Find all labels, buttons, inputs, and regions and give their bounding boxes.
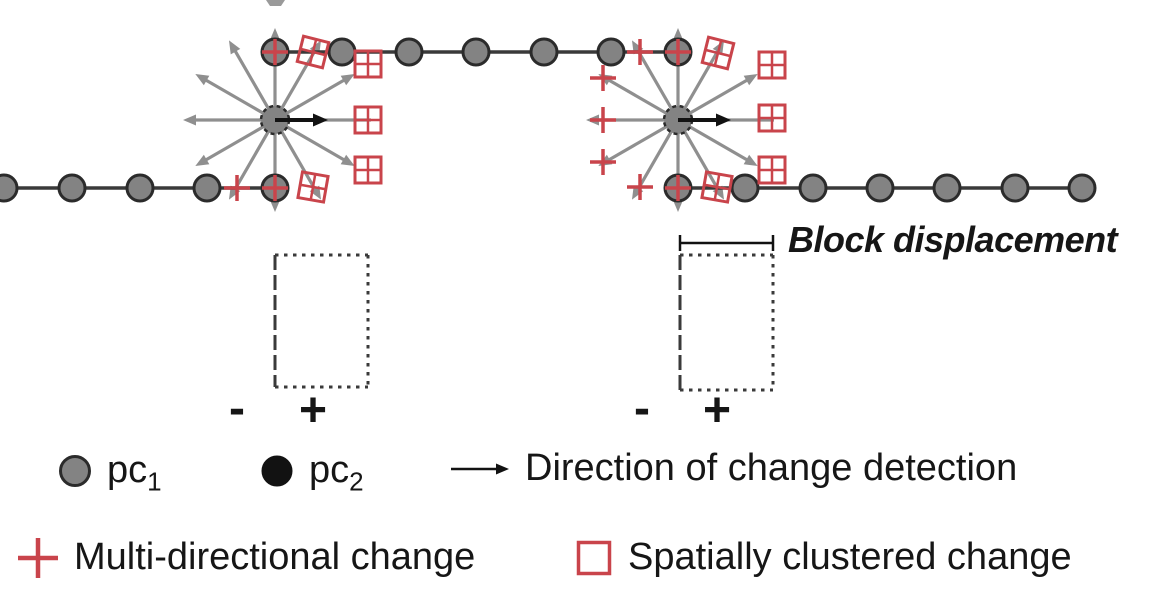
search-direction-arrow-0-6-head [183, 114, 196, 126]
search-direction-arrow-0-9-head [269, 199, 281, 212]
change-detection-arrow-0-head [313, 113, 328, 127]
pc1-label: pc1 [107, 449, 162, 497]
direction-arrow-icon [451, 463, 509, 475]
pc1-point [327, 37, 357, 67]
pc2-label: pc2 [309, 449, 364, 497]
spatially-clustered-change-marker-cross [300, 47, 326, 57]
search-direction-arrow-1-9-head [672, 199, 684, 212]
pc1-point [865, 173, 895, 203]
legend-item-pc2: pc2 [259, 449, 364, 497]
search-direction-arrow-0-7-head [195, 154, 210, 166]
pc1-point [394, 37, 424, 67]
block-displacement-label: Block displacement [788, 219, 1118, 260]
pc2-point-icon [261, 455, 293, 487]
search-direction-arrow-0-1-head [340, 74, 355, 86]
pc1-point [1067, 173, 1097, 203]
pc1-point [529, 37, 559, 67]
search-direction-arrow-1-11-head [743, 154, 758, 166]
plus-sign-right: + [702, 384, 732, 437]
minus-sign-right: - [634, 382, 650, 435]
pc1-point [730, 173, 760, 203]
spatially-clustered-change-marker-cross [299, 183, 327, 191]
pc1-point [932, 173, 962, 203]
pc1-point [0, 173, 19, 203]
spatially-clustered-label: Spatially clustered change [628, 536, 1072, 578]
pc1-point [125, 173, 155, 203]
legend-item-pc1: pc1 [57, 449, 162, 497]
spatially-clustered-change-marker-cross [705, 48, 731, 58]
multi-directional-change-icon [18, 538, 58, 578]
spatially-clustered-change-marker-cross [703, 183, 731, 191]
search-direction-arrow-1-3-head [672, 28, 684, 41]
legend-item-spatially-clustered: Spatially clustered change [574, 536, 1072, 579]
cropped-artifact [266, 0, 285, 6]
search-direction-arrow-0-11-head [340, 154, 355, 166]
direction-label: Direction of change detection [525, 447, 1018, 489]
pc1-point [798, 173, 828, 203]
spatially-clustered-change-icon [576, 540, 612, 576]
pc1-point [596, 37, 626, 67]
pc1-point [192, 173, 222, 203]
search-direction-arrow-0-4-head [229, 40, 241, 55]
plus-sign-left: + [298, 384, 328, 437]
search-direction-arrow-1-8-head [632, 185, 644, 200]
search-direction-arrow-0-5-head [195, 74, 210, 86]
pc1-point-icon [59, 454, 91, 487]
pc1-point [1000, 173, 1030, 203]
pc1-point [57, 173, 87, 203]
change-detection-arrow-1-head [716, 113, 731, 127]
legend-item-direction: Direction of change detection [449, 447, 1018, 490]
multi-directional-label: Multi-directional change [74, 536, 476, 579]
search-direction-arrow-1-1-head [743, 74, 758, 86]
pc1-point [461, 37, 491, 67]
search-direction-arrow-0-3-head [269, 28, 281, 41]
minus-sign-left: - [229, 382, 245, 435]
legend-item-multi-directional: Multi-directional change [16, 536, 475, 580]
